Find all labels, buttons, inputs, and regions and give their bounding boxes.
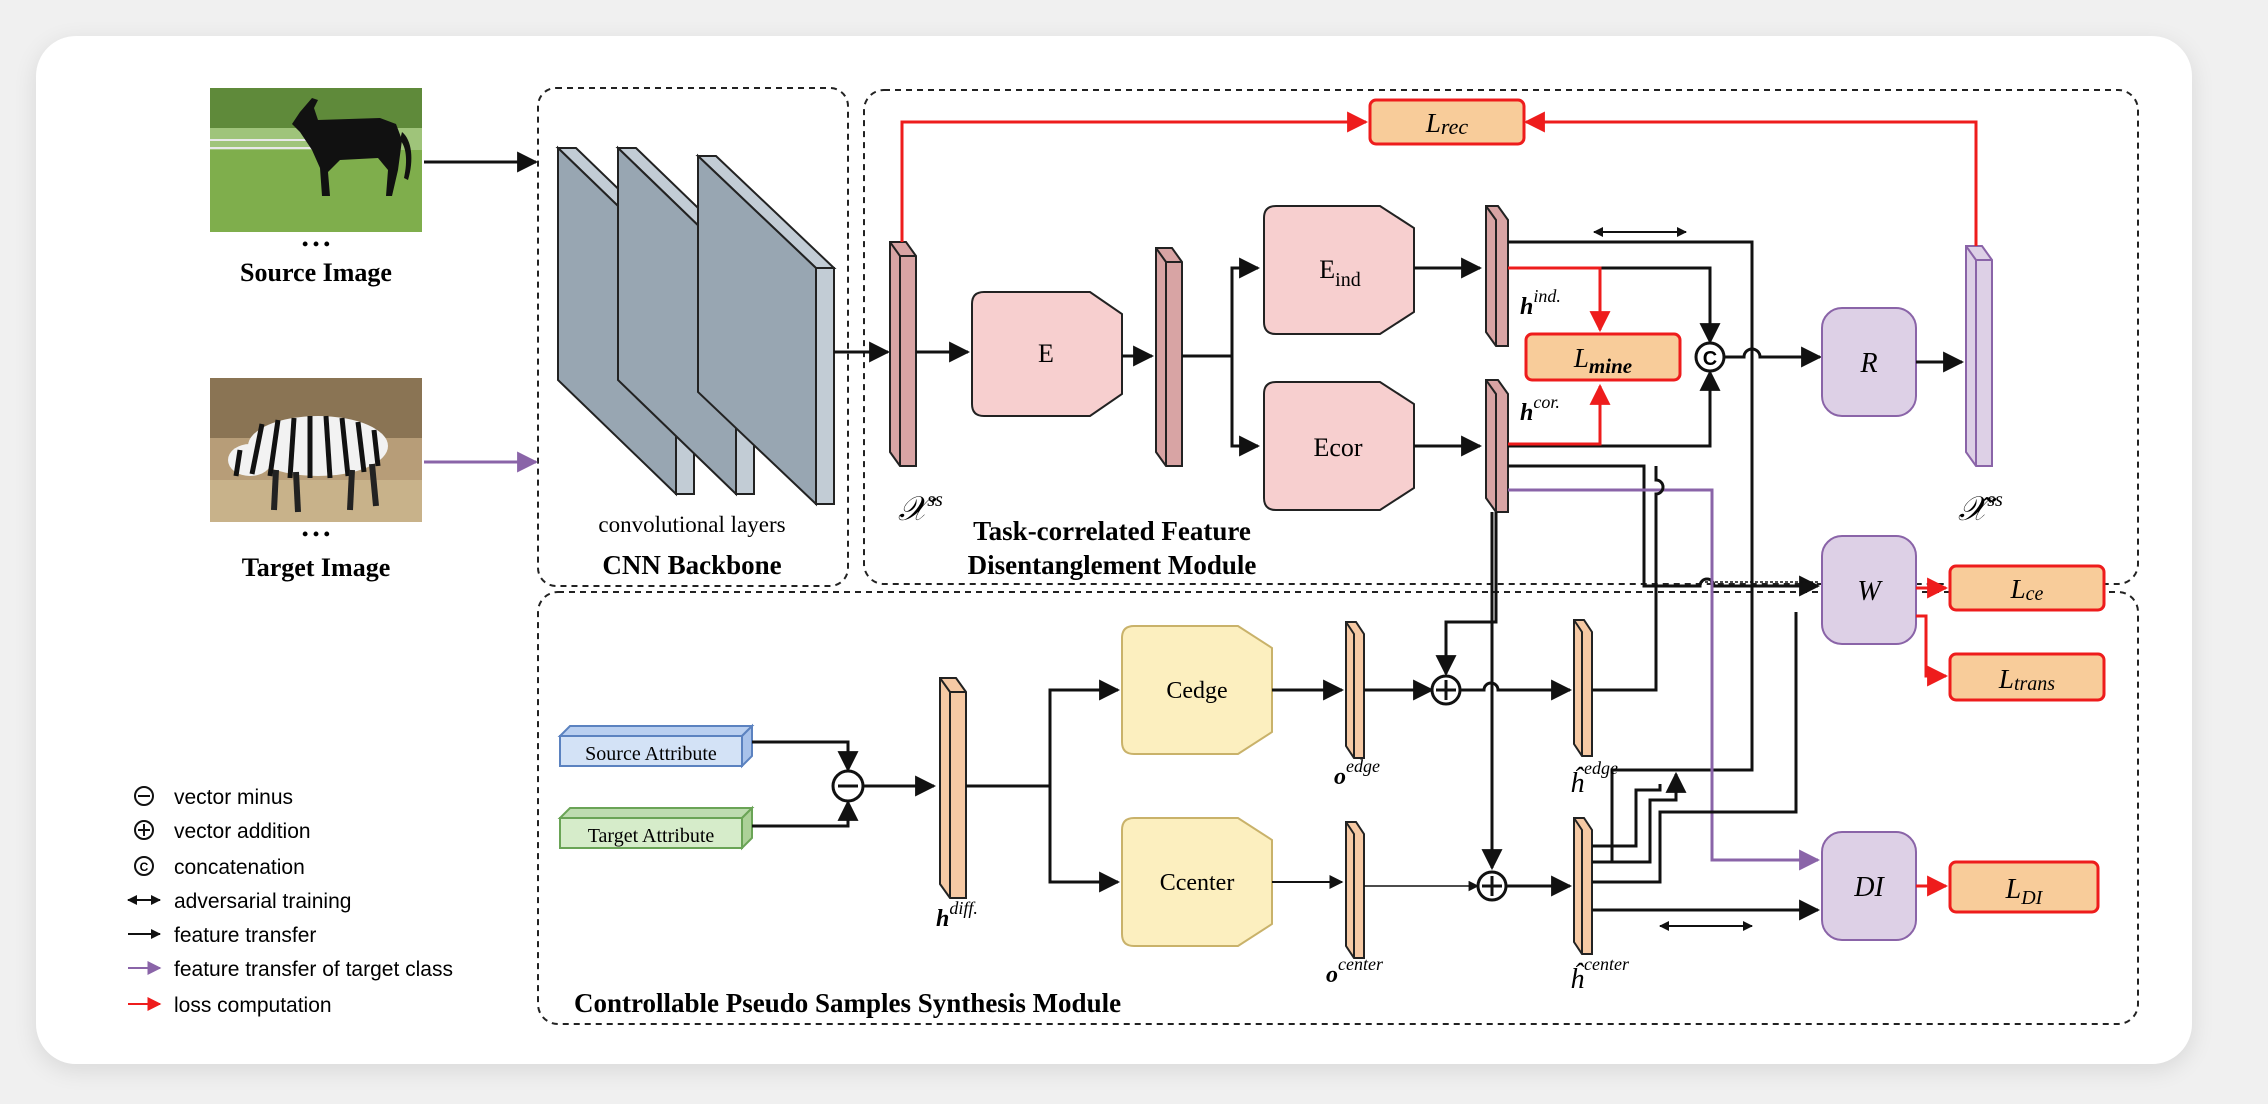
legend-minus-icon xyxy=(134,786,154,806)
encoder-e xyxy=(971,291,1123,417)
x-ss-label: 𝒳ss xyxy=(898,489,943,528)
target-attribute-block xyxy=(557,805,755,851)
legend-label-4: feature transfer xyxy=(174,924,316,947)
legend-label-2: concatenation xyxy=(174,856,305,879)
o-edge-label: oedge xyxy=(1334,756,1380,790)
o-center-feature xyxy=(1345,821,1365,959)
generator-ccenter xyxy=(1121,817,1273,947)
h-hat-edge-label: ĥedge xyxy=(1570,758,1618,799)
o-edge-feature xyxy=(1345,621,1365,759)
loss-rec-box xyxy=(1368,98,1526,146)
loss-di-label: LDI xyxy=(2005,874,2044,909)
cpssm-box xyxy=(537,591,2139,1025)
legend-label-6: loss computation xyxy=(174,994,332,1017)
legend-label-5: feature transfer of target class xyxy=(174,958,453,981)
encoder-cor xyxy=(1263,381,1415,511)
target-attribute-label: Target Attribute xyxy=(588,825,715,847)
generator-cedge-label: Cedge xyxy=(1166,678,1227,704)
shared-feature xyxy=(1155,247,1183,467)
h-ind-label: hind. xyxy=(1520,286,1561,320)
o-center-label: ocenter xyxy=(1326,954,1384,988)
loss-ce-label: Lce xyxy=(2010,574,2044,605)
legend-label-1: vector addition xyxy=(174,820,311,843)
source-attribute-label: Source Attribute xyxy=(585,743,717,765)
source-image xyxy=(210,88,422,232)
x-hat-ss-label: 𝒳̂ss xyxy=(1958,489,2003,528)
tfdm-title-line1: Task-correlated Feature xyxy=(973,516,1251,546)
cpssm-title: Controllable Pseudo Samples Synthesis Mo… xyxy=(574,988,1121,1018)
loss-trans-box xyxy=(1948,652,2106,702)
legend: C vector minus vector addition concatena… xyxy=(127,786,453,1017)
generator-ccenter-label: Ccenter xyxy=(1160,870,1235,896)
discriminator-di-label: DI xyxy=(1853,872,1885,903)
loss-trans-label: Ltrans xyxy=(1998,664,2055,695)
legend-label-0: vector minus xyxy=(174,786,293,809)
encoder-cor-label: Ecor xyxy=(1313,433,1362,462)
encoder-e-label: E xyxy=(1038,339,1054,368)
tfdm-title-line2: Disentanglement Module xyxy=(968,550,1257,580)
cnn-backbone-title: CNN Backbone xyxy=(602,550,781,580)
cnn-backbone-box xyxy=(537,87,849,587)
h-diff-feature xyxy=(939,677,967,899)
svg-text:C: C xyxy=(140,860,149,874)
h-hat-center-label: ĥcenter xyxy=(1570,954,1630,995)
classifier-w-label: W xyxy=(1857,576,1883,607)
target-image xyxy=(210,378,422,522)
encoder-ind xyxy=(1263,205,1415,335)
h-cor-label: hcor. xyxy=(1520,392,1560,426)
conv-layers xyxy=(555,145,837,507)
loss-mine-label: Lmine xyxy=(1573,343,1632,378)
h-hat-edge-feature xyxy=(1573,619,1593,757)
generator-cedge xyxy=(1121,625,1273,755)
reconstructor-r-label: R xyxy=(1859,348,1877,379)
loss-di-box xyxy=(1948,860,2100,914)
encoder-ind-label: Eind xyxy=(1319,255,1360,291)
source-image-caption: Source Image xyxy=(240,258,392,287)
tfdm-box xyxy=(863,89,2139,585)
legend-concat-icon: C xyxy=(134,856,154,876)
loss-rec-label: Lrec xyxy=(1425,108,1469,139)
h-ind-feature xyxy=(1485,205,1509,347)
loss-mine-box xyxy=(1524,332,1682,382)
source-dots: • • • xyxy=(302,234,330,254)
h-diff-label: hdiff. xyxy=(936,898,978,932)
concat-op-symbol: C xyxy=(1703,348,1717,370)
h-hat-center-feature xyxy=(1573,817,1593,955)
classifier-w xyxy=(1821,535,1917,645)
legend-label-3: adversarial training xyxy=(174,890,351,913)
loss-ce-box xyxy=(1948,564,2106,612)
h-cor-feature xyxy=(1485,379,1509,513)
x-ss-feature xyxy=(889,241,917,467)
x-hat-ss-feature xyxy=(1965,245,1993,467)
legend-plus-icon xyxy=(134,820,154,840)
target-dots: • • • xyxy=(302,524,330,544)
target-image-caption: Target Image xyxy=(242,553,391,582)
source-attribute-block xyxy=(557,723,755,769)
conv-layers-label: convolutional layers xyxy=(598,512,785,537)
